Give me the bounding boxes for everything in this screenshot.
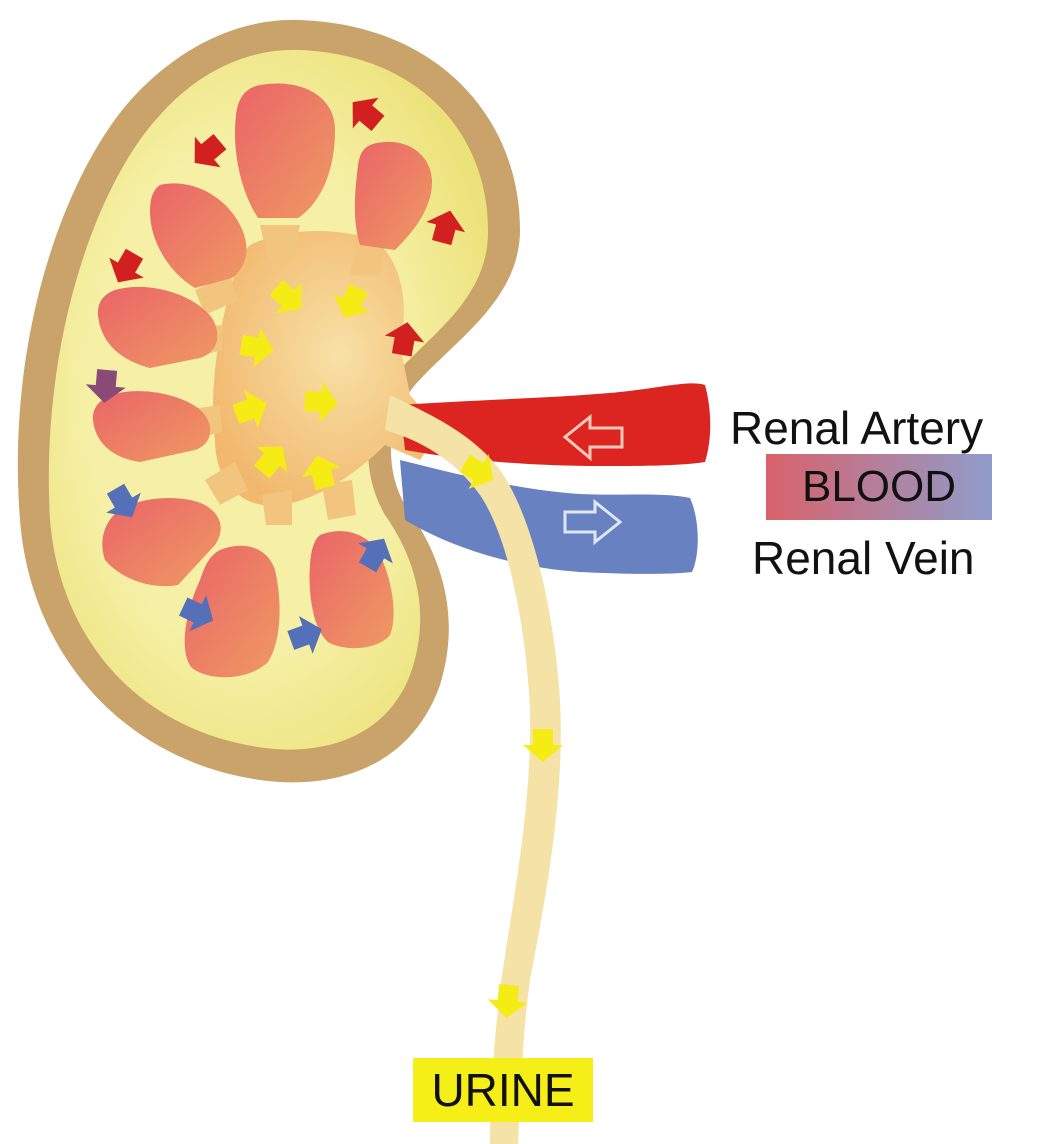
- renal-vein-label: Renal Vein: [752, 535, 975, 581]
- renal-vein: [400, 460, 698, 574]
- blood-label: BLOOD: [766, 454, 992, 520]
- urine-label: URINE: [413, 1058, 593, 1122]
- renal-artery-label: Renal Artery: [730, 405, 983, 451]
